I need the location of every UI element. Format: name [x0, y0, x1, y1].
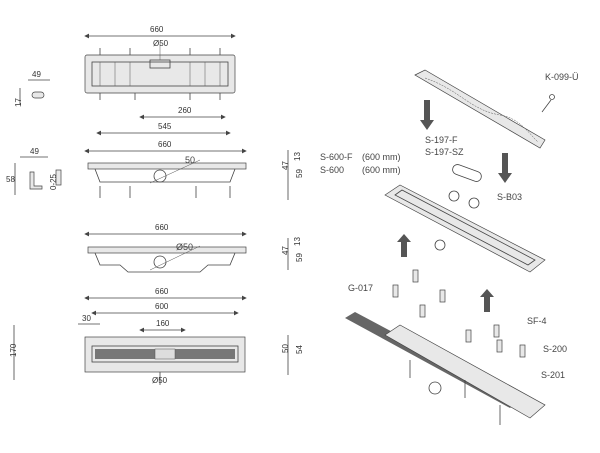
dim-adjust: 0-25 — [49, 173, 58, 190]
dim-foot-height: 58 — [6, 175, 15, 184]
dim-59: 59 — [295, 169, 304, 178]
channel-assembled — [384, 324, 546, 419]
outlet-circle — [153, 255, 167, 269]
label-g017: G-017 — [348, 283, 373, 293]
dim-600: 600 — [155, 302, 169, 311]
dim-13: 13 — [293, 152, 302, 161]
label-s600f-size: (600 mm) — [362, 152, 401, 162]
dim-545: 545 — [158, 122, 172, 131]
dim-660: 660 — [158, 140, 172, 149]
grate-part — [414, 69, 546, 149]
plan-view: 660 30 600 160 Ø50 170 50 54 — [9, 287, 304, 385]
dim-outlet: Ø50 — [176, 242, 193, 252]
arrow-down-icon — [498, 153, 512, 183]
arrow-up-icon — [397, 234, 411, 257]
side-view-2: 660 Ø50 47 59 13 — [84, 223, 304, 273]
foot-icon — [29, 171, 43, 190]
feet-parts — [392, 269, 526, 358]
drain-channel-top — [84, 54, 236, 94]
label-s600: S-600 — [320, 165, 344, 175]
dim-50: 50 — [281, 344, 290, 353]
dim-47: 47 — [281, 161, 290, 170]
outlet-circle — [153, 169, 167, 183]
label-s600f: S-600-F — [320, 152, 353, 162]
dim-13: 13 — [293, 237, 302, 246]
dim-160: 160 — [156, 319, 170, 328]
label-s200: S-200 — [543, 344, 567, 354]
arrow-up-icon — [480, 289, 494, 312]
dim-outlet: Ø50 — [152, 376, 168, 385]
exploded-view: K-099-Ü S-197-F S-197-SZ S-600-F (600 mm… — [320, 69, 579, 425]
dim-59: 59 — [295, 253, 304, 262]
dim-outlet: 50 — [185, 155, 195, 165]
label-s197sz: S-197-SZ — [425, 147, 464, 157]
dim-260: 260 — [178, 106, 192, 115]
top-view: 660 Ø50 49 17 — [14, 25, 236, 107]
side-view-1: 260 545 660 50 49 58 0-25 47 59 13 — [6, 106, 304, 200]
screw-foot-icon — [55, 169, 62, 186]
label-sb03: S-B03 — [497, 192, 522, 202]
dim-54: 54 — [295, 345, 304, 354]
dim-660: 660 — [155, 287, 169, 296]
dim-660: 660 — [155, 223, 169, 232]
dim-clip-height: 17 — [14, 98, 23, 107]
dim-clip-width: 49 — [32, 70, 41, 79]
dim-width: 660 — [150, 25, 164, 34]
label-s600-size: (600 mm) — [362, 165, 401, 175]
label-sf4: SF-4 — [527, 316, 547, 326]
arrow-down-icon — [420, 100, 434, 130]
dim-30: 30 — [82, 314, 91, 323]
dim-outlet: Ø50 — [153, 39, 169, 48]
seal-part — [452, 164, 482, 182]
label-s201: S-201 — [541, 370, 565, 380]
dim-170: 170 — [9, 343, 18, 357]
channel-part — [384, 184, 546, 273]
dim-47: 47 — [281, 246, 290, 255]
label-s197f: S-197-F — [425, 135, 458, 145]
dim-foot-width: 49 — [30, 147, 39, 156]
clip-icon — [31, 91, 45, 99]
label-k099: K-099-Ü — [545, 72, 579, 82]
